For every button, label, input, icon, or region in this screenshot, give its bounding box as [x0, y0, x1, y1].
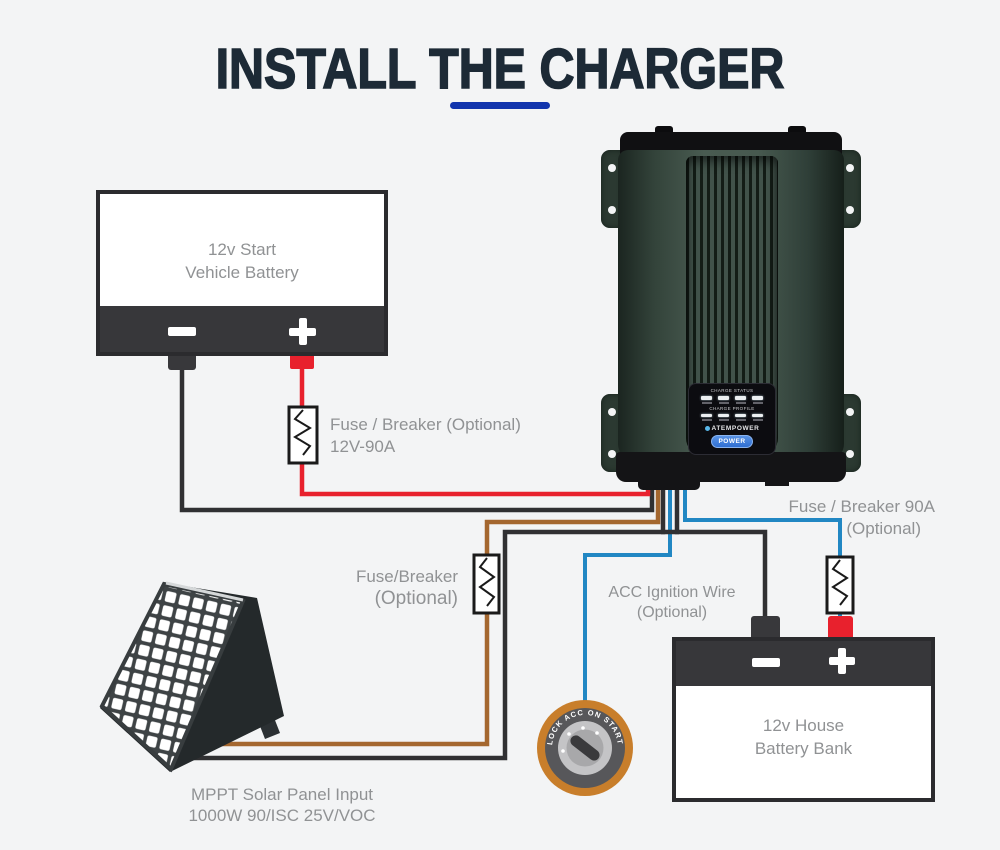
wire-acc-ignition: [583, 483, 672, 702]
house-battery: 12v House Battery Bank: [672, 637, 935, 802]
solar-panel-label: MPPT Solar Panel Input 1000W 90/ISC 25V/…: [188, 785, 376, 825]
wire-vehicle-negative: [179, 356, 655, 513]
mounting-ear: [601, 150, 623, 228]
fuse-left-label: Fuse / Breaker (Optional) 12V-90A: [330, 415, 521, 456]
charge-status-leds: [701, 396, 763, 400]
wire-solar-negative: [180, 483, 666, 761]
vehicle-battery-label-line1: 12v Start: [207, 240, 277, 259]
wire-house-negative: [674, 483, 768, 620]
brand-logo: ATEMPOWER: [704, 425, 760, 432]
plus-icon: [289, 318, 316, 345]
vehicle-battery: 12v Start Vehicle Battery: [96, 190, 388, 356]
vehicle-battery-label-line2: Vehicle Battery: [185, 263, 299, 282]
brand-logo-icon: [704, 426, 710, 431]
minus-icon: [752, 658, 780, 667]
wire-outlet-tab: [638, 478, 700, 490]
fuse-left-icon: [287, 405, 319, 465]
house-battery-label-line1: 12v House: [762, 716, 845, 735]
house-positive-terminal: [828, 616, 853, 640]
fuse-mid-icon: [472, 553, 501, 615]
mounting-ear: [839, 150, 861, 228]
charge-profile-label: CHARGE PROFILE: [709, 405, 755, 411]
ignition-key-icon: LOCK ACC ON START: [537, 700, 633, 796]
title-underline: [450, 102, 550, 109]
power-button: POWER: [711, 435, 753, 448]
charge-status-label: CHARGE STATUS: [710, 388, 754, 393]
vehicle-battery-terminal-band: [100, 306, 384, 352]
battery-charger: CHARGE STATUS CHARGE PROFILE ATEMPOWER P…: [600, 126, 862, 492]
minus-icon: [168, 327, 196, 336]
fuse-right-label: Fuse / Breaker 90A (Optional): [788, 497, 935, 538]
charge-profile-leds: [701, 413, 763, 417]
wire-solar-positive: [200, 483, 661, 747]
fuse-right-icon: [825, 555, 855, 615]
page-title: INSTALL THE CHARGER: [215, 36, 785, 102]
house-battery-terminal-band: [676, 641, 931, 686]
acc-ignition-label: ACC Ignition Wire (Optional): [608, 584, 736, 621]
charger-control-panel: CHARGE STATUS CHARGE PROFILE ATEMPOWER P…: [688, 383, 776, 455]
house-negative-terminal: [751, 616, 780, 640]
solar-panel: [99, 581, 284, 773]
charger-bottom-cap: [616, 452, 846, 482]
plus-icon: [829, 648, 855, 674]
fuse-mid-label: Fuse/Breaker (Optional): [355, 567, 458, 609]
house-battery-label-line2: Battery Bank: [754, 739, 853, 758]
